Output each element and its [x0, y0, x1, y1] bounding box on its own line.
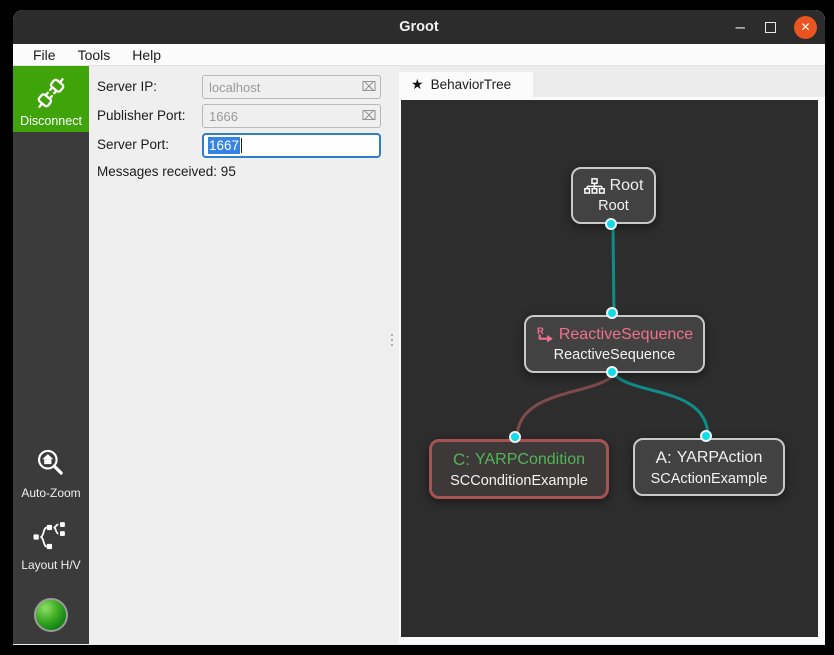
auto-zoom-icon	[37, 449, 63, 475]
sidebar-toolbar: Disconnect Auto-Zoom	[13, 66, 89, 644]
edge-layer	[515, 224, 710, 440]
tree-layout-icon	[33, 522, 65, 550]
messages-received-text: Messages received: 95	[97, 164, 236, 179]
port-sequence-in[interactable]	[606, 307, 618, 319]
node-subtitle-text: SCConditionExample	[450, 472, 588, 489]
clear-input-icon[interactable]: ⌧	[361, 108, 377, 123]
main-area: Disconnect Auto-Zoom	[13, 66, 825, 644]
node-title-text: YARPCondition	[475, 450, 585, 468]
maximize-button[interactable]	[765, 21, 776, 33]
plug-disconnect-icon	[37, 78, 65, 108]
node-reactive-sequence[interactable]: R ReactiveSequence ReactiveSequence	[524, 315, 705, 373]
port-root-out[interactable]	[605, 218, 617, 230]
node-title-text: ReactiveSequence	[558, 325, 694, 343]
titlebar[interactable]: Groot – ✕	[13, 10, 825, 44]
disconnect-button[interactable]: Disconnect	[13, 66, 89, 132]
port-action-in[interactable]	[700, 430, 712, 442]
node-subtitle-text: SCActionExample	[650, 470, 768, 487]
editor-pane: ★ BehaviorTree	[399, 66, 825, 644]
subtree-icon	[583, 178, 605, 194]
node-subtitle-text: ReactiveSequence	[553, 346, 676, 363]
server-port-input[interactable]: 1667	[202, 133, 381, 158]
node-root[interactable]: Root Root	[571, 167, 656, 224]
port-sequence-out[interactable]	[606, 366, 618, 378]
server-ip-input[interactable]	[202, 75, 381, 99]
server-port-label: Server Port:	[97, 137, 170, 152]
clear-input-icon[interactable]: ⌧	[361, 79, 377, 94]
server-ip-label: Server IP:	[97, 79, 158, 94]
edge-sequence-to-action	[612, 372, 710, 439]
behaviortree-canvas[interactable]: Root Root R ReactiveSeq	[401, 100, 818, 637]
sequence-icon: R	[537, 326, 553, 343]
node-yarp-action[interactable]: A: YARPAction SCActionExample	[633, 438, 785, 496]
publisher-port-label: Publisher Port:	[97, 108, 186, 123]
node-subtitle-text: Root	[598, 198, 629, 214]
port-condition-in[interactable]	[509, 431, 521, 443]
tab-behaviortree[interactable]: ★ BehaviorTree	[399, 72, 533, 97]
menu-tools[interactable]: Tools	[77, 46, 111, 63]
node-title-text: YARPAction	[676, 448, 763, 466]
close-button[interactable]: ✕	[794, 15, 817, 39]
svg-text:R: R	[537, 326, 544, 337]
edge-sequence-to-condition	[515, 372, 616, 440]
condition-prefix: C:	[453, 449, 470, 469]
node-title-text: Root	[609, 177, 644, 194]
layout-hv-button[interactable]: Layout H/V	[21, 522, 81, 572]
app-window: Groot – ✕ File Tools Help	[13, 10, 825, 645]
connection-panel: Server IP: ⌧ Publisher Port: ⌧ Server Po…	[89, 66, 399, 644]
minimize-button[interactable]: –	[735, 17, 745, 36]
splitter-handle[interactable]	[391, 334, 393, 346]
publisher-port-input[interactable]	[202, 104, 381, 128]
edge-root-to-sequence	[611, 224, 616, 318]
text-caret	[241, 138, 243, 153]
tab-bar: ★ BehaviorTree	[399, 66, 825, 97]
menu-help[interactable]: Help	[132, 46, 162, 63]
server-port-value: 1667	[208, 137, 241, 154]
window-title: Groot	[399, 19, 439, 35]
tab-label: BehaviorTree	[430, 77, 512, 92]
star-icon: ★	[411, 76, 424, 92]
layout-hv-label: Layout H/V	[21, 558, 81, 572]
auto-zoom-button[interactable]: Auto-Zoom	[21, 448, 81, 500]
action-prefix: A:	[655, 447, 672, 467]
node-yarp-condition[interactable]: C: YARPCondition SCConditionExample	[429, 439, 609, 499]
window-controls: – ✕	[732, 10, 817, 44]
menu-file[interactable]: File	[33, 46, 56, 63]
auto-zoom-label: Auto-Zoom	[21, 486, 81, 500]
menubar: File Tools Help	[13, 44, 825, 66]
disconnect-label: Disconnect	[20, 114, 82, 128]
canvas-frame: Root Root R ReactiveSeq	[399, 97, 825, 644]
connection-status-led	[34, 598, 68, 632]
